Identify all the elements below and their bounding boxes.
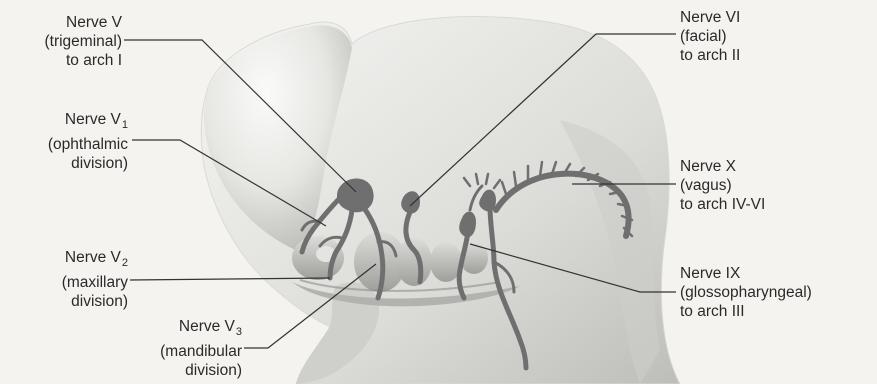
label-nerve-v3-sub: 3 [236,326,242,338]
label-nerve-v3-text: Nerve V [179,318,235,335]
label-nerve-v-line1: Nerve V [24,13,122,32]
label-nerve-x: Nerve X (vagus) to arch IV-VI [680,157,820,214]
label-nerve-v1-text: Nerve V [65,111,121,128]
label-nerve-v-line2: (trigeminal) [24,32,122,51]
label-nerve-v2: Nerve V2 (maxillary division) [4,248,128,311]
label-nerve-v: Nerve V (trigeminal) to arch I [24,13,122,70]
label-nerve-vi: Nerve VI (facial) to arch II [680,8,800,65]
arch-2 [396,238,432,286]
label-nerve-ix: Nerve IX (glossopharyngeal) to arch III [680,264,870,321]
embryo-body [201,17,680,384]
label-nerve-v3: Nerve V3 (mandibular division) [130,317,242,380]
label-nerve-ix-line1: Nerve IX [680,264,870,283]
label-nerve-v2-line1: Nerve V2 [4,248,128,273]
label-nerve-ix-line3: to arch III [680,302,870,321]
label-nerve-v2-line2: (maxillary [4,273,128,292]
label-nerve-v3-line2: (mandibular [130,342,242,361]
label-nerve-vi-line1: Nerve VI [680,8,800,27]
label-nerve-v2-sub: 2 [122,257,128,269]
label-nerve-v3-line3: division) [130,361,242,380]
label-nerve-x-line1: Nerve X [680,157,820,176]
label-nerve-v1-line2: (ophthalmic [4,135,128,154]
label-nerve-v1-sub: 1 [122,119,128,131]
label-nerve-v2-text: Nerve V [65,249,121,266]
label-nerve-x-line2: (vagus) [680,176,820,195]
label-nerve-x-line3: to arch IV-VI [680,195,820,214]
label-nerve-v3-line1: Nerve V3 [130,317,242,342]
label-nerve-v-line3: to arch I [24,51,122,70]
label-nerve-vi-line3: to arch II [680,46,800,65]
label-nerve-v2-line3: division) [4,292,128,311]
label-nerve-v1-line3: division) [4,154,128,173]
label-nerve-v1-line1: Nerve V1 [4,110,128,135]
label-nerve-ix-line2: (glossopharyngeal) [680,283,870,302]
label-nerve-v1: Nerve V1 (ophthalmic division) [4,110,128,173]
label-nerve-vi-line2: (facial) [680,27,800,46]
